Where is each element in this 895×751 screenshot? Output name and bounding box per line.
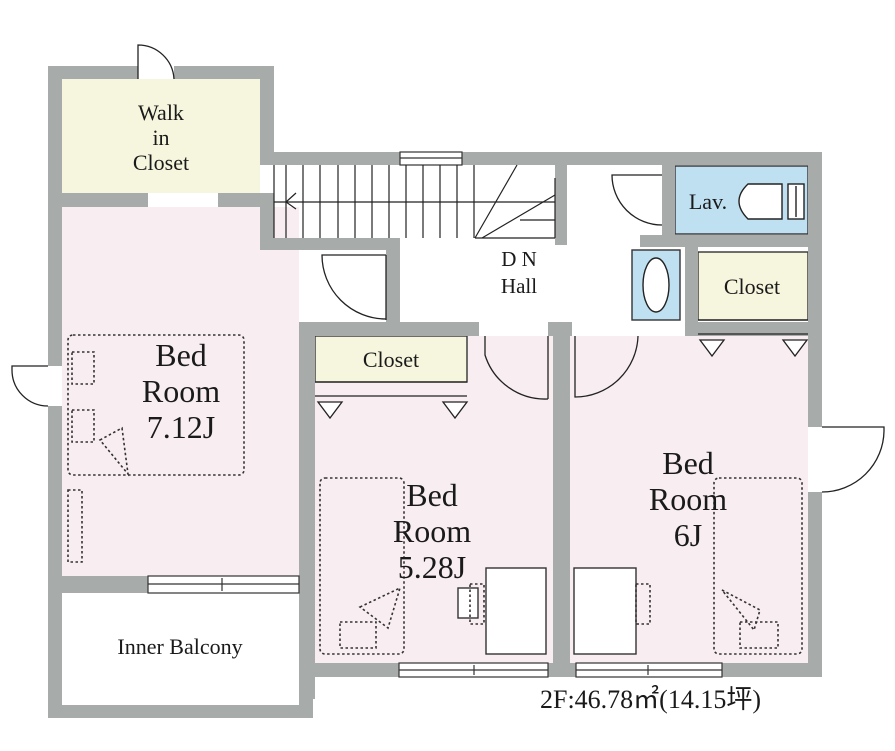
bedroom-a-label-1: Bed xyxy=(155,337,207,373)
walk-in-closet-label-3: Closet xyxy=(133,150,189,175)
stairs xyxy=(273,164,556,239)
floor-area-label: 2F:46.78㎡(14.15坪) xyxy=(540,685,761,714)
stairs-dn-label: D N xyxy=(501,247,537,271)
doors xyxy=(11,44,885,493)
bedroom-b-label-1: Bed xyxy=(406,477,458,513)
inner-balcony-label: Inner Balcony xyxy=(117,634,242,659)
walk-in-closet-label-2: in xyxy=(152,125,169,150)
bedroom-b-label-3: 5.28J xyxy=(398,549,466,585)
bedroom-c-label-1: Bed xyxy=(662,445,714,481)
bedroom-b-label-2: Room xyxy=(393,513,471,549)
bedroom-a-label-3: 7.12J xyxy=(147,409,215,445)
hall-label: Hall xyxy=(501,274,537,298)
lav-fixtures xyxy=(738,183,805,220)
walk-in-closet-room xyxy=(62,79,260,193)
inner-balcony-room xyxy=(62,593,299,705)
wash-basin-bowl xyxy=(642,257,670,313)
windows xyxy=(147,151,723,678)
bedroom-a-room xyxy=(62,207,299,579)
closet-c-label: Closet xyxy=(724,274,780,299)
walls xyxy=(48,66,822,718)
walk-in-closet-label-1: Walk xyxy=(138,100,184,125)
room-labels: Walk in Closet Bed Room 7.12J Bed Room 5… xyxy=(117,100,780,714)
closet-b-label: Closet xyxy=(363,347,419,372)
bedroom-c-label-2: Room xyxy=(649,481,727,517)
lav-label: Lav. xyxy=(689,189,727,214)
bedroom-c-label-3: 6J xyxy=(674,517,702,553)
furniture xyxy=(67,334,803,655)
bedroom-a-label-2: Room xyxy=(142,373,220,409)
closet-hangers xyxy=(315,319,809,420)
